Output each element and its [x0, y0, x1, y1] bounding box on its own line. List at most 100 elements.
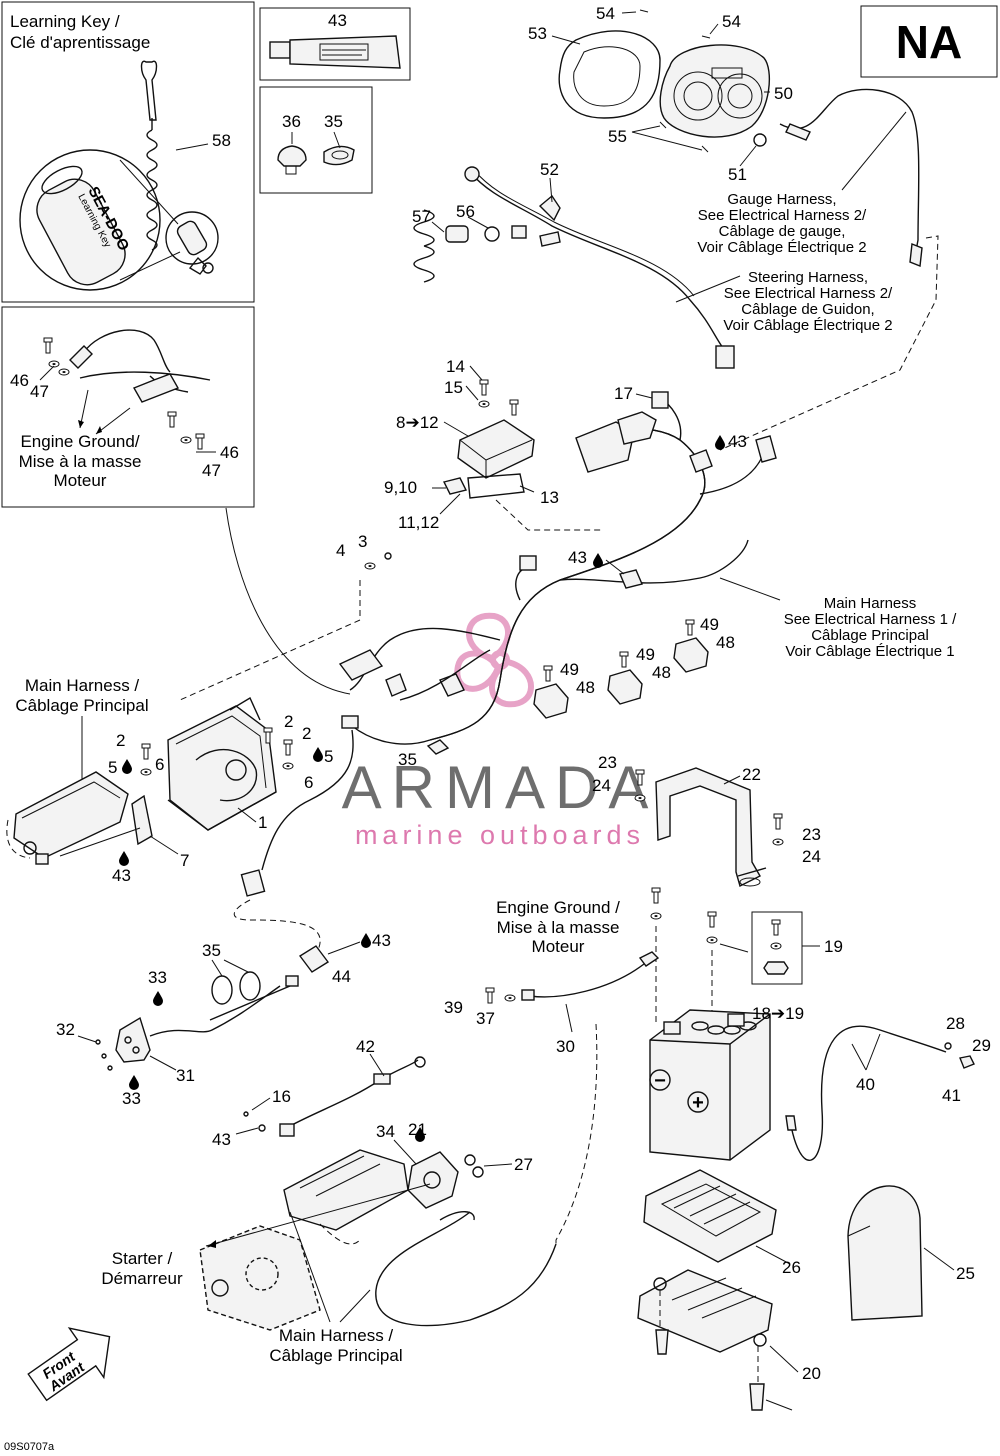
engine-ground-bottom-line3: Moteur — [532, 937, 585, 956]
callout-15: 15 — [444, 378, 463, 397]
callout-55: 55 — [608, 127, 627, 146]
callout-44: 44 — [332, 967, 351, 986]
callout-51: 51 — [728, 165, 747, 184]
main-harness-right-line4: Voir Câblage Électrique 1 — [785, 643, 954, 660]
learning-key-title-line1: Learning Key / — [10, 12, 120, 31]
callout-19: 19 — [824, 937, 843, 956]
connector-7-part — [131, 794, 153, 846]
callout-43-upper: 43 — [728, 432, 747, 451]
callout-30: 28 — [946, 1014, 965, 1033]
callout-49-a: 49 — [560, 660, 579, 679]
watermark-tagline: marine outboards — [355, 820, 645, 850]
engine-ground-bottom-line1: Engine Ground / — [496, 898, 620, 917]
battery-tray-part — [643, 1169, 777, 1263]
ground-cable-37 — [529, 963, 645, 998]
callout-2-b: 2 — [284, 712, 293, 731]
callout-5-b: 5 — [324, 747, 333, 766]
clips-35-lower-part — [209, 971, 291, 1021]
battery-pad-part — [637, 1269, 773, 1411]
steering-harness-line4: Voir Câblage Électrique 2 — [723, 317, 892, 334]
callout-25: 20 — [802, 1364, 821, 1383]
front-arrow: Front Avant — [27, 1327, 111, 1402]
callout-42: 43 — [212, 1130, 231, 1149]
callout-48-b: 48 — [652, 663, 671, 682]
starter-cable-40-part — [279, 1056, 426, 1137]
engine-ground-cables-part — [43, 329, 211, 450]
callout-43-tube: 43 — [328, 11, 347, 30]
callout-1: 1 — [258, 813, 267, 832]
callout-38: 39 — [444, 998, 463, 1017]
gauge-cluster-part — [659, 44, 771, 138]
learning-key-title-line2: Clé d'aprentissage — [10, 33, 150, 52]
starter-label-line1: Starter / — [112, 1249, 173, 1268]
callout-46-bottom: 46 — [220, 443, 239, 462]
callout-57: 57 — [412, 207, 431, 226]
battery-support-part — [167, 696, 277, 831]
callout-17: 17 — [614, 384, 633, 403]
callout-49-c: 49 — [700, 615, 719, 634]
callout-24-b: 24 — [802, 847, 821, 866]
tube-43-box — [259, 7, 411, 81]
callout-43-harness: 43 — [568, 548, 587, 567]
callout-13: 13 — [540, 488, 559, 507]
callout-54-top: 54 — [596, 4, 615, 23]
callout-43-relay: 43 — [112, 866, 131, 885]
engine-ground-top-line1: Engine Ground/ — [20, 432, 139, 451]
callout-11-12: 11,12 — [398, 513, 439, 532]
callout-46-top: 46 — [10, 371, 29, 390]
clips-box — [259, 86, 373, 194]
engine-ground-top-line2: Mise à la masse — [19, 452, 142, 471]
callout-22: 22 — [742, 765, 761, 784]
clip-36-part — [277, 145, 307, 175]
callout-28: 29 — [972, 1036, 991, 1055]
gauge-harness-line1: Gauge Harness, — [727, 191, 836, 208]
gauge-screws-part — [639, 9, 767, 153]
callout-9-10: 9,10 — [384, 478, 417, 497]
callout-56: 56 — [456, 202, 475, 221]
callout-34: 27 — [514, 1155, 533, 1174]
region-badge-box — [860, 5, 998, 78]
callout-6-b: 6 — [304, 773, 313, 792]
engine-ground-bottom-line2: Mise à la masse — [497, 918, 620, 937]
callout-48-c: 48 — [716, 633, 735, 652]
callout-48-a: 48 — [576, 678, 595, 697]
main-harness-left-line1: Main Harness / — [25, 676, 140, 695]
gauge-harness-line4: Voir Câblage Électrique 2 — [697, 239, 866, 256]
callout-21: 26 — [782, 1258, 801, 1277]
callout-58: 58 — [212, 131, 231, 150]
learning-key-box — [1, 1, 255, 303]
callout-31: 31 — [176, 1066, 195, 1085]
callout-7: 7 — [180, 851, 189, 870]
callout-3: 3 — [358, 532, 367, 551]
callout-43-solenoid: 21 — [408, 1120, 427, 1139]
callout-16: 34 — [376, 1122, 395, 1141]
main-harness-right-line3: Câblage Principal — [811, 627, 929, 644]
callout-40: 42 — [356, 1037, 375, 1056]
callout-35-middle: 35 — [398, 750, 417, 769]
battery-part: − + — [649, 1009, 771, 1161]
gauge-harness-line2: See Electrical Harness 2/ — [698, 207, 867, 224]
callout-43-connector: 43 — [372, 931, 391, 950]
callout-2-c: 2 — [302, 724, 311, 743]
starter-motor-part — [199, 1149, 475, 1331]
battery-bracket-part — [655, 767, 767, 888]
callout-4: 4 — [336, 541, 345, 560]
engine-ground-top-line3: Moteur — [54, 471, 107, 490]
switch-31-part — [115, 1016, 151, 1063]
callout-26: 25 — [956, 1264, 975, 1283]
clip-35-middle-part — [426, 739, 450, 755]
main-harness-bottom-line2: Câblage Principal — [269, 1346, 402, 1365]
main-harness-bottom-line1: Main Harness / — [279, 1326, 394, 1345]
callout-24-a: 24 — [592, 776, 611, 795]
callout-33-a: 33 — [148, 968, 167, 987]
clip-35-part — [323, 145, 355, 166]
steering-harness-line2: See Electrical Harness 2/ — [724, 285, 893, 302]
region-badge: NA — [896, 16, 962, 68]
callout-49-b: 49 — [636, 645, 655, 664]
main-harness-right-line2: See Electrical Harness 1 / — [784, 611, 957, 628]
callout-50: 50 — [774, 84, 793, 103]
main-harness-part — [338, 391, 777, 745]
relay-box-part — [6, 771, 129, 865]
battery-plus-sign: + — [692, 1092, 704, 1114]
